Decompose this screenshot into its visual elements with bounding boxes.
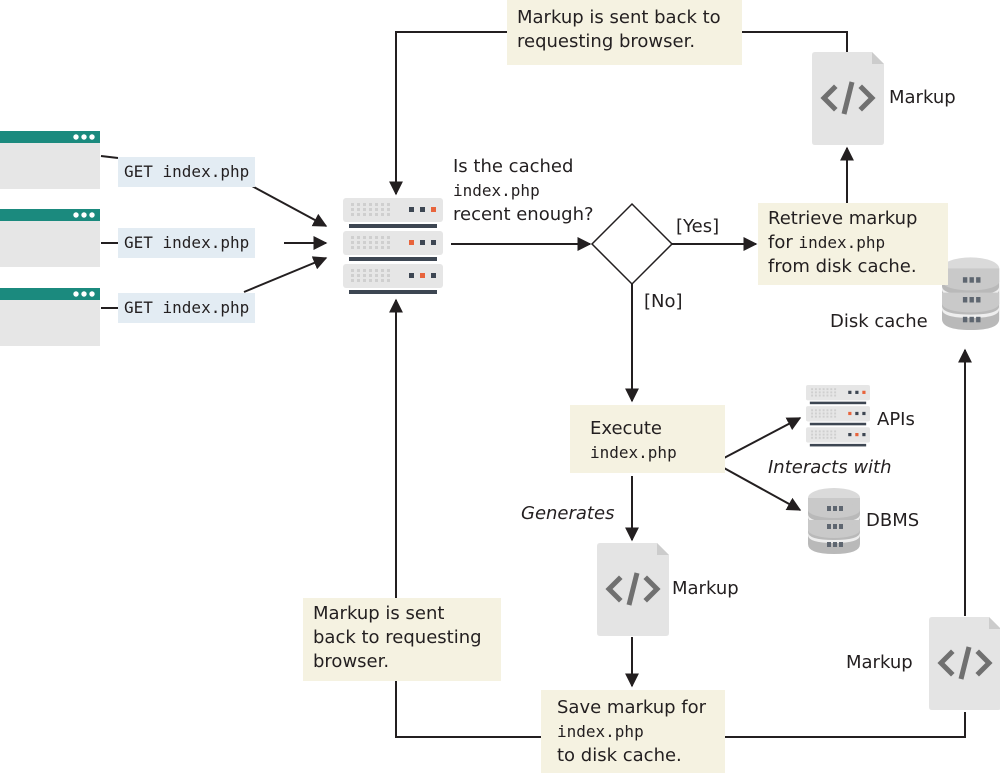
note-code: index.php (590, 443, 677, 462)
note-text: Save markup for (557, 697, 707, 718)
note-text: requesting browser. (517, 31, 696, 52)
disk-cache-label: Disk cache (830, 311, 928, 332)
note-text: for (768, 232, 799, 253)
browser-window-icon (0, 288, 100, 346)
connector (725, 712, 966, 738)
request-label: GET index.php (118, 293, 256, 323)
note-execute: Execute index.php (570, 405, 725, 473)
markup-label: Markup (846, 652, 913, 673)
note-text: Markup is sent (313, 603, 445, 624)
server-rack-icon (343, 198, 443, 294)
interacts-arrow-apis (723, 417, 802, 459)
return-arrow-top (389, 31, 507, 196)
markup-label: Markup (672, 578, 739, 599)
browser-window-icon (0, 131, 100, 189)
note-text: Retrieve markup (768, 208, 918, 229)
browser-window-icon (0, 209, 100, 267)
apis-label: APIs (877, 409, 915, 430)
note-text: from disk cache. (768, 256, 917, 277)
note-save: Save markup for index.php to disk cache. (541, 690, 725, 773)
question-code: index.php (453, 181, 540, 200)
note-code: index.php (557, 722, 644, 741)
request-arrow (243, 256, 328, 293)
code-file-icon (929, 617, 1000, 710)
return-arrow-bottom (389, 298, 541, 738)
generates-label: Generates (521, 503, 615, 524)
interacts-arrow-dbms (723, 467, 802, 511)
note-text: to disk cache. (557, 745, 682, 766)
request-label: GET index.php (118, 157, 256, 187)
note-text: browser. (313, 651, 390, 672)
request-label: GET index.php (118, 228, 256, 258)
database-icon (808, 488, 860, 554)
code-file-icon (597, 543, 669, 636)
yes-label: [Yes] (676, 216, 720, 237)
code-file-icon (812, 52, 884, 145)
decision-diamond (590, 202, 674, 286)
question-text: Is the cached (453, 156, 574, 177)
note-text: Execute (590, 418, 662, 439)
markup-label: Markup (889, 87, 956, 108)
database-icon (942, 257, 1000, 330)
connector (742, 31, 848, 52)
dbms-label: DBMS (866, 510, 920, 531)
note-text: back to requesting (313, 627, 482, 648)
note-text: Markup is sent back to (517, 7, 721, 28)
connector (100, 155, 119, 159)
note-code: index.php (798, 233, 886, 252)
interacts-with-label: Interacts with (768, 457, 892, 478)
note-retrieve: Retrieve markup for index.php from disk … (758, 203, 948, 285)
question-text: recent enough? (453, 204, 594, 225)
decision-question: Is the cached index.php recent enough? (453, 155, 594, 227)
note-sent-back-top: Markup is sent back to requesting browse… (507, 0, 742, 65)
no-label: [No] (644, 291, 683, 312)
request-arrow (251, 185, 328, 227)
server-rack-icon (806, 385, 870, 447)
note-sent-back-bottom: Markup is sent back to requesting browse… (303, 598, 501, 681)
